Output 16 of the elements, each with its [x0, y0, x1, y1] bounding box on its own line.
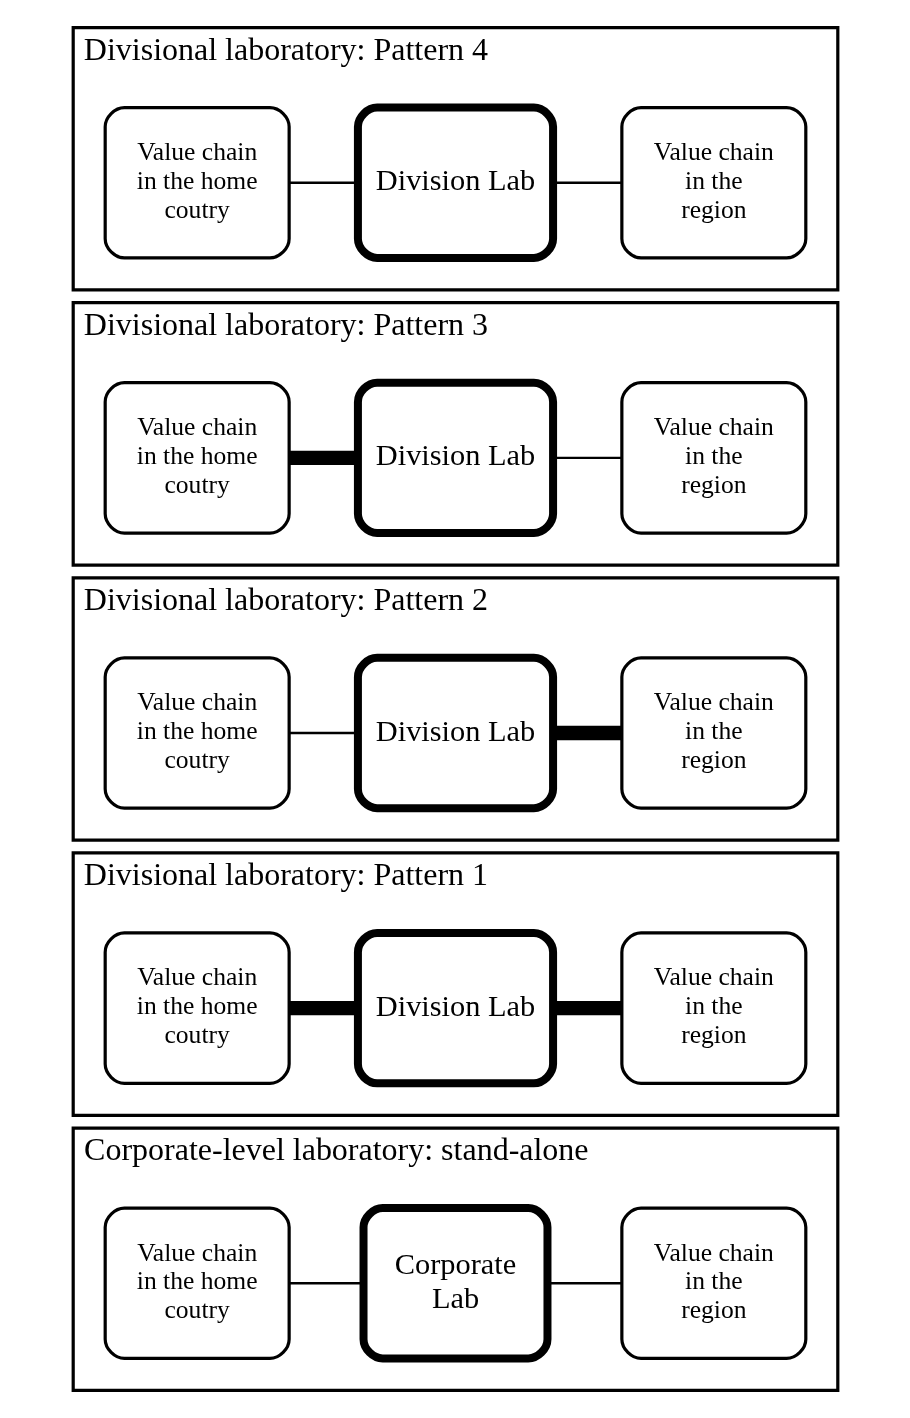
node-box: Value chain in the home coutry — [103, 381, 291, 535]
node-box: Value chain in the region — [619, 931, 807, 1085]
node-box: Value chain in the region — [619, 105, 807, 260]
node-box: Division Lab — [353, 928, 557, 1088]
node-box: Value chain in the home coutry — [103, 105, 291, 260]
node-box: Value chain in the region — [619, 1206, 807, 1361]
connector — [288, 1282, 363, 1285]
node-box: Division Lab — [353, 653, 557, 813]
node-box: Value chain in the home coutry — [103, 1206, 291, 1361]
node-box: Division Lab — [353, 378, 557, 538]
node-box: Value chain in the home coutry — [103, 931, 291, 1085]
node-box: Division Lab — [353, 103, 557, 262]
node-box: Value chain in the home coutry — [103, 656, 291, 810]
node-box: Value chain in the region — [619, 656, 807, 810]
node-box: Value chain in the region — [619, 381, 807, 535]
node-box: Corporate Lab — [359, 1204, 551, 1363]
